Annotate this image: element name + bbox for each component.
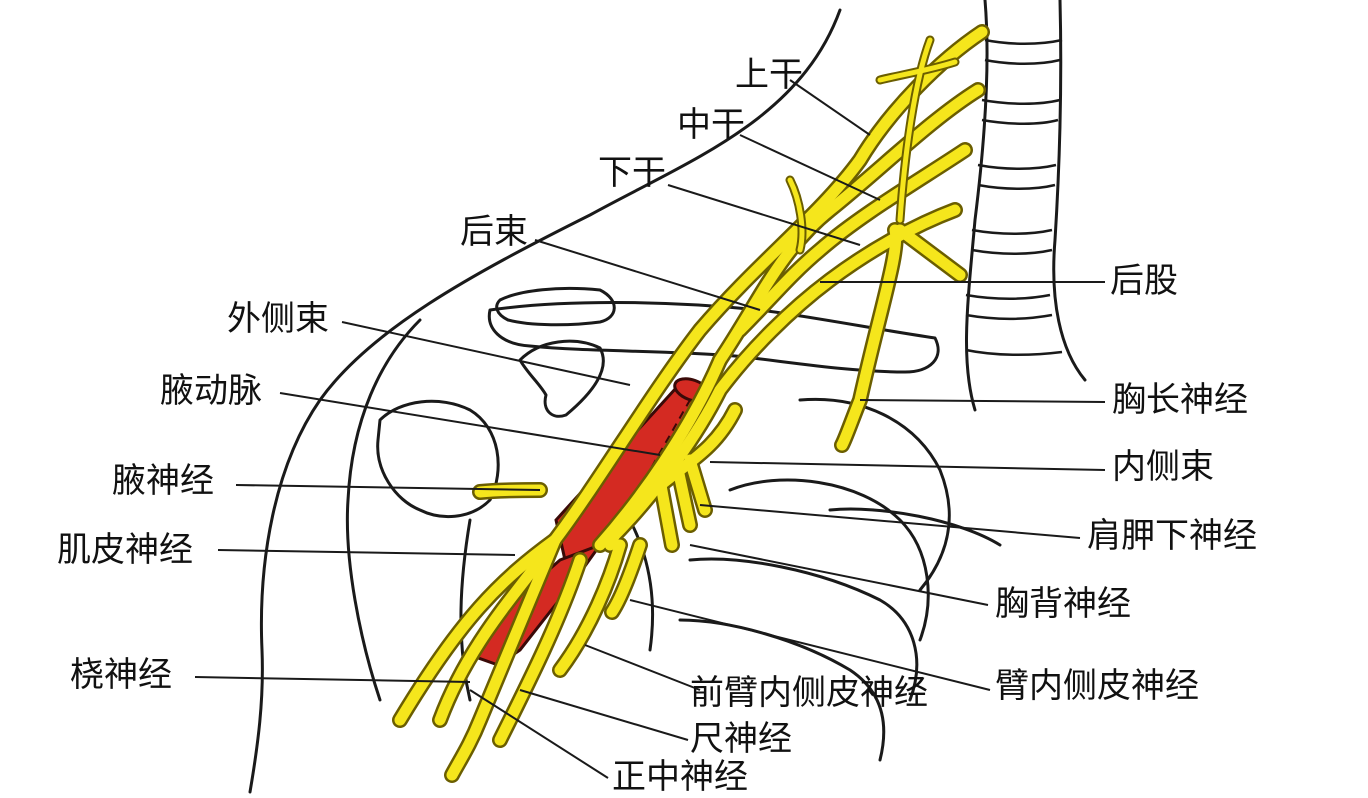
label-middle-trunk: 中干 [677, 105, 745, 145]
leader-axillary-artery [279, 392, 661, 456]
label-ulnar-nerve: 尺神经 [690, 719, 792, 759]
label-axillary-artery: 腋动脉 [160, 371, 262, 411]
label-radial-nerve: 桡神经 [70, 655, 172, 695]
rib-front [828, 507, 1002, 547]
spine-inner [1052, 0, 1087, 382]
rib-3 [688, 557, 919, 702]
label-lower-trunk: 下干 [598, 153, 666, 193]
label-lateral-cord: 外侧束 [227, 299, 329, 339]
leader-thoracodorsal [689, 544, 989, 606]
label-thoracodorsal-nerve: 胸背神经 [995, 584, 1131, 624]
clavicle [487, 301, 940, 374]
leader-musculocutaneous [217, 549, 516, 556]
label-upper-trunk: 上干 [735, 55, 803, 95]
arm-outline [345, 318, 422, 702]
vertebrae [965, 38, 1063, 357]
first-rib [798, 397, 951, 592]
shoulder-outline [248, 8, 842, 794]
leader-lower-trunk [667, 184, 861, 246]
leader-axillary-nerve [235, 484, 541, 491]
leader-median [469, 689, 609, 779]
leader-middle-trunk [739, 134, 881, 201]
label-musculocutaneous-nerve: 肌皮神经 [57, 530, 193, 570]
label-posterior-division: 后股 [1110, 261, 1178, 301]
label-median-nerve: 正中神经 [612, 757, 748, 797]
acromion [495, 286, 616, 327]
leader-long-thoracic [859, 399, 1106, 403]
nerves [392, 24, 990, 783]
label-subscapular-nerve: 肩胛下神经 [1087, 516, 1257, 556]
label-axillary-nerve: 腋神经 [112, 461, 214, 501]
leader-lines [194, 79, 1106, 779]
leader-medial-brachial-cutaneous [629, 599, 991, 691]
leader-medial-antebrachial [584, 644, 701, 691]
label-medial-brachial-cutaneous-nerve: 臂内侧皮神经 [995, 666, 1199, 706]
leader-upper-trunk [789, 79, 871, 136]
label-long-thoracic-nerve: 胸长神经 [1112, 380, 1248, 420]
leader-ulnar [519, 689, 689, 741]
label-medial-antebrachial-cutaneous-nerve: 前臂内侧皮神经 [690, 673, 928, 713]
label-medial-cord: 内侧束 [1112, 447, 1214, 487]
leader-posterior-cord [534, 239, 761, 311]
spine-outer [964, 0, 989, 412]
leader-lateral-cord [341, 321, 631, 386]
leader-medial-cord [709, 461, 1106, 471]
rib-2 [728, 478, 930, 642]
leader-radial [194, 676, 471, 683]
humeral-head [376, 399, 500, 519]
leader-subscapular [699, 504, 1081, 539]
coracoid [518, 339, 605, 418]
label-posterior-cord: 后束 [460, 212, 528, 252]
